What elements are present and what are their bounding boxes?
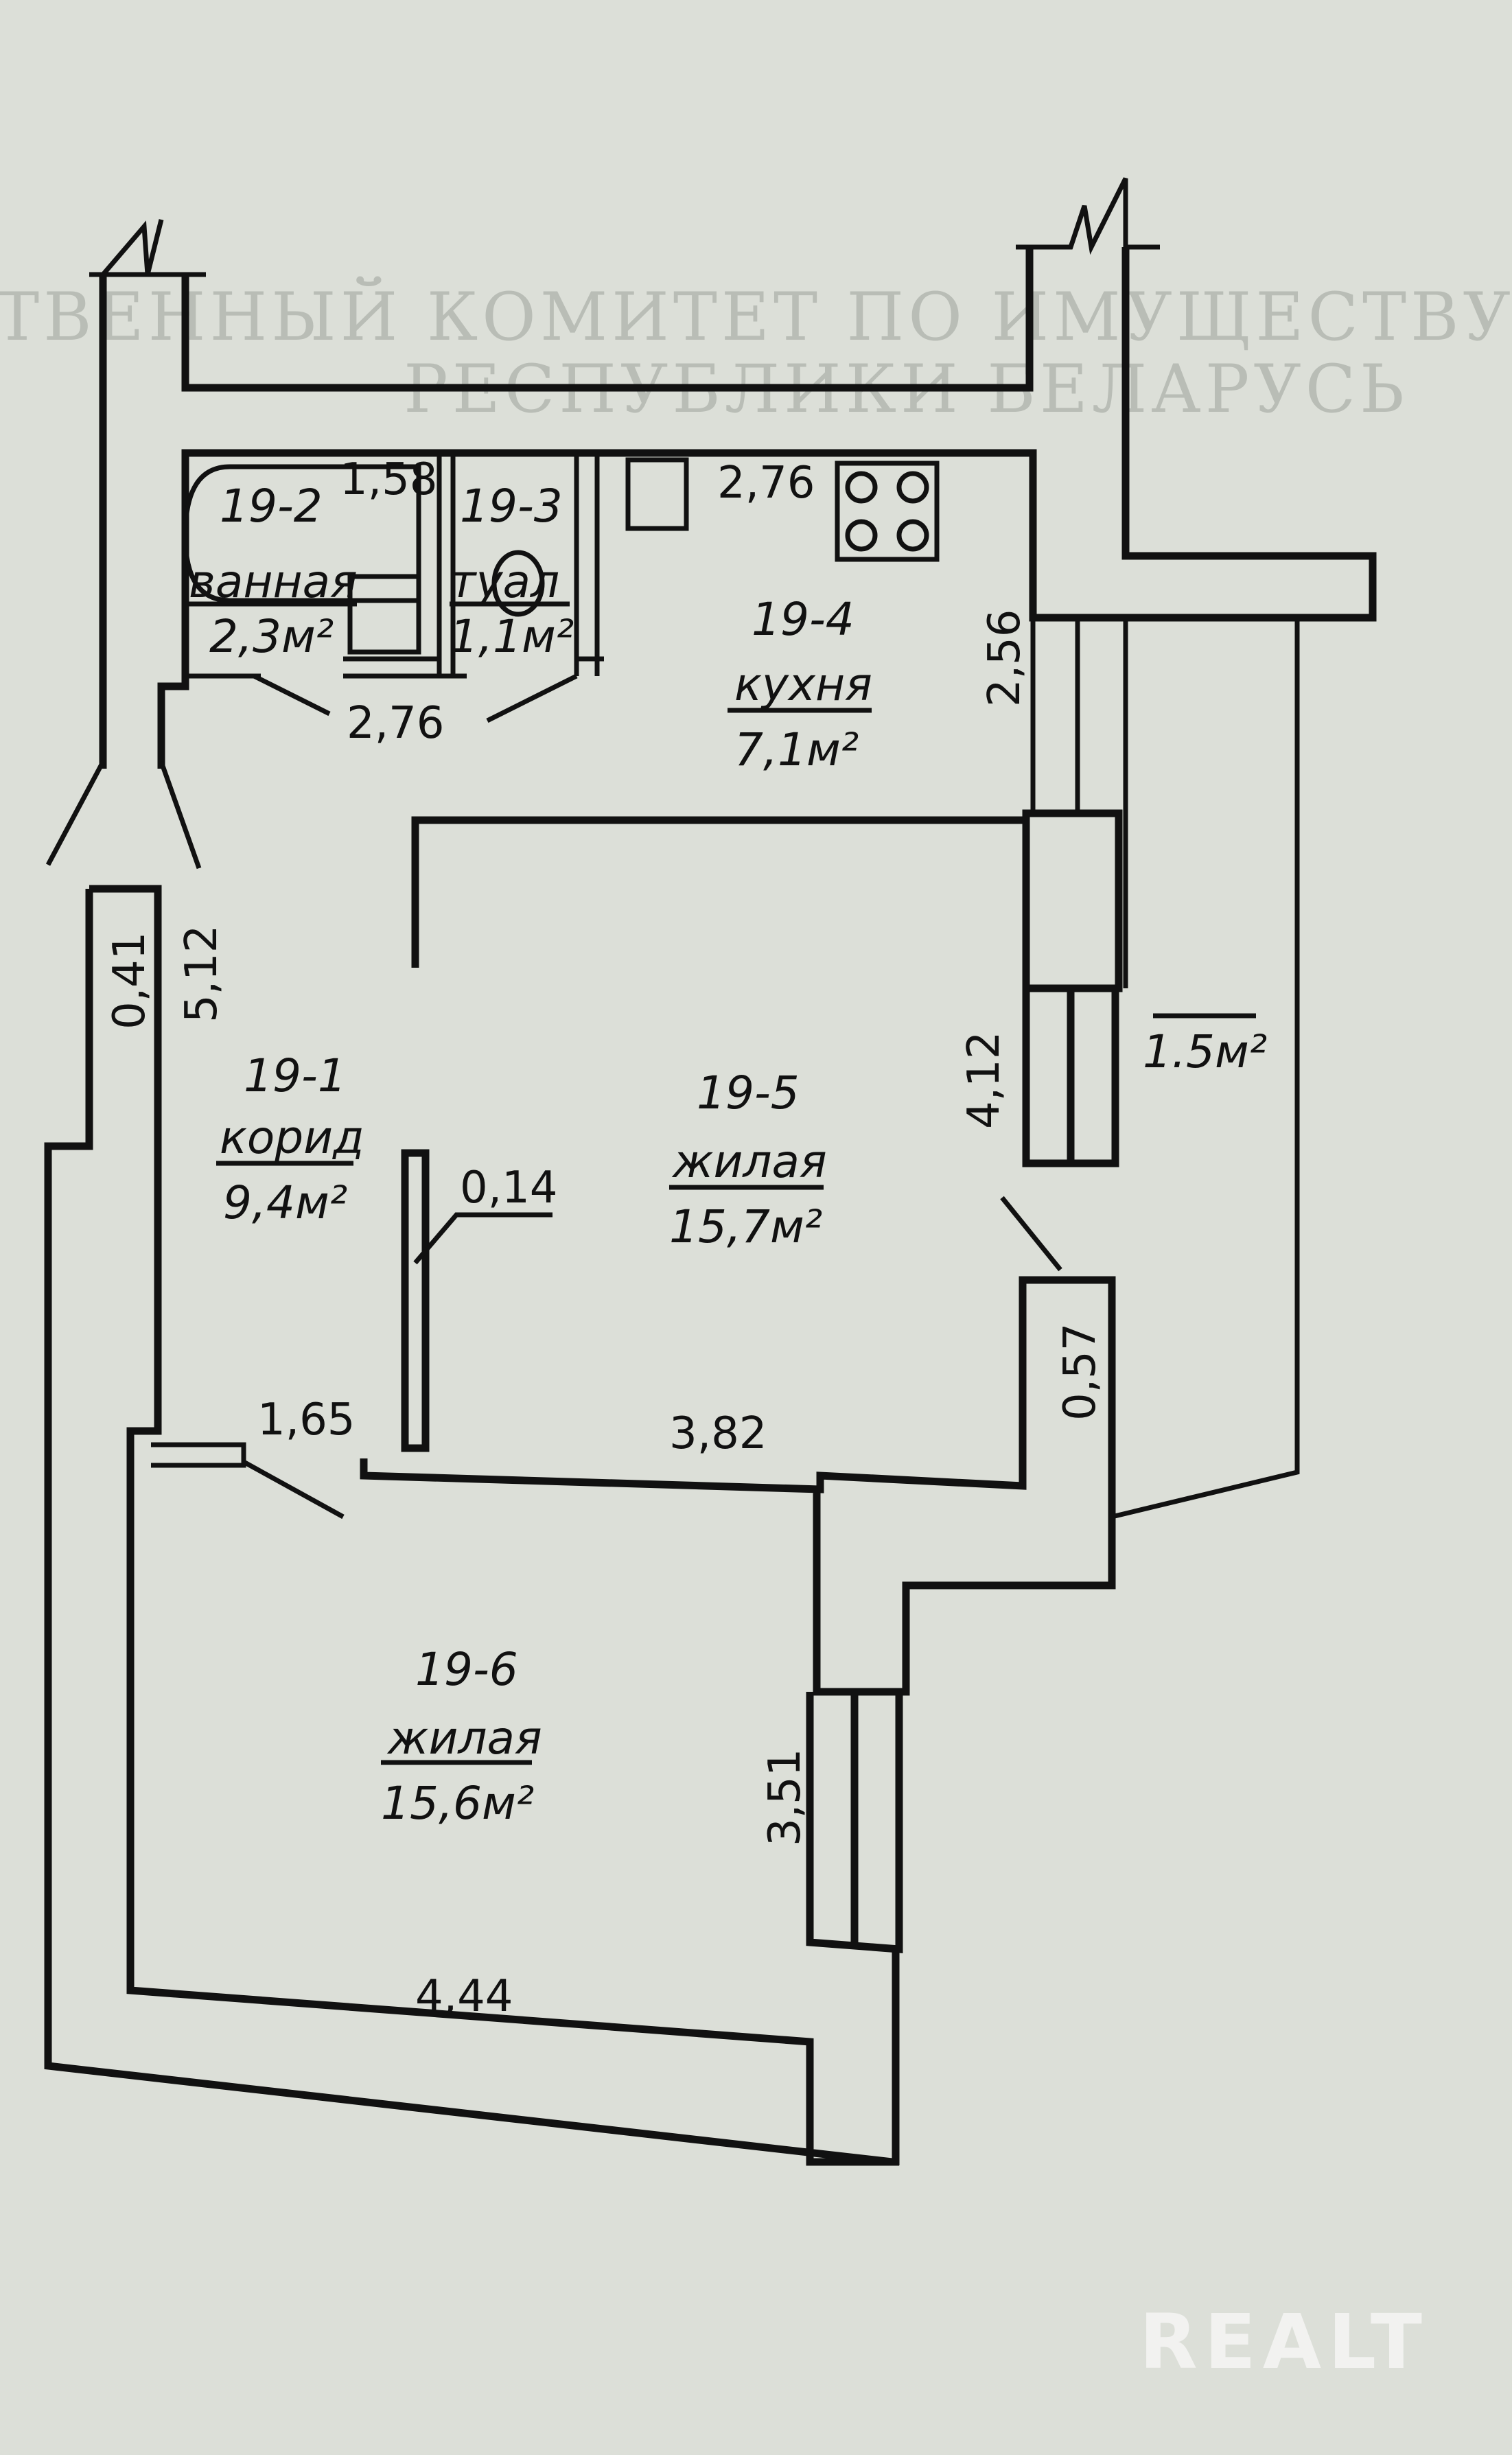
bedroom-door-swing <box>242 1459 345 1520</box>
bath-partition <box>185 456 604 679</box>
bedroom-door-wall <box>151 1442 246 1468</box>
room-name-bath: ванная <box>189 555 358 608</box>
room-id-19-3: 19-3 <box>460 480 563 533</box>
dim-living-side: 4,12 <box>959 1032 1010 1130</box>
bath-door-swing <box>253 673 578 723</box>
balcony-area: 1.5м² <box>1143 1025 1267 1078</box>
kitchen-sink-icon <box>625 457 689 531</box>
corridor-living-partition <box>401 1149 430 1452</box>
room-area-corridor: 9,4м² <box>223 1176 347 1229</box>
dim-partition: 0,14 <box>460 1163 558 1213</box>
window-pier <box>1022 809 1123 992</box>
balcony-outline <box>1111 615 1300 1520</box>
partition-leader <box>413 1212 553 1265</box>
realt-watermark-logo: REALT <box>1139 2298 1429 2386</box>
dim-pier: 0,57 <box>1055 1323 1106 1421</box>
dim-kitchen-top: 2,76 <box>717 458 815 509</box>
room-area-kitchen: 7,1м² <box>734 723 859 776</box>
toilet-icon <box>491 550 545 617</box>
dim-bath-top: 1,58 <box>340 454 438 505</box>
dim-living-bottom: 3,82 <box>669 1408 767 1459</box>
wall-break-left <box>89 219 206 277</box>
room-name-living: жилая <box>671 1135 827 1188</box>
bathtub <box>183 464 421 603</box>
dim-corridor-wall: 0,41 <box>104 932 155 1030</box>
stove-icon <box>835 461 940 562</box>
burner-icon <box>896 471 929 504</box>
burner-icon <box>845 471 878 504</box>
stamp-text-1: ТВЕННЫЙ КОМИТЕТ ПО ИМУЩЕСТВУ <box>0 277 1512 356</box>
room-id-19-1: 19-1 <box>244 1049 347 1102</box>
entrance-door-swing <box>45 760 202 870</box>
kitchen-living-partition <box>411 816 1026 968</box>
bedroom-window <box>806 1692 903 1953</box>
dim-door: 1,65 <box>257 1395 356 1445</box>
dim-bath-bottom: 2,76 <box>347 698 445 749</box>
room-id-19-2: 19-2 <box>220 480 323 533</box>
washbasin <box>347 574 421 655</box>
room-name-bedroom: жилая <box>386 1712 542 1765</box>
room-area-toilet: 1,1м² <box>450 610 574 663</box>
room-name-corridor: корид <box>220 1111 364 1164</box>
living-bottom-wall <box>360 1276 1116 1696</box>
dim-corridor-length: 5,12 <box>176 925 227 1023</box>
room-id-19-4: 19-4 <box>752 593 854 646</box>
dim-bedroom-bottom: 4,44 <box>415 1971 513 2022</box>
room-area-living: 15,7м² <box>669 1200 822 1253</box>
room-name-toilet: туал <box>450 555 559 608</box>
wall-break-right <box>1016 177 1160 255</box>
room-name-kitchen: кухня <box>734 658 872 711</box>
burner-icon <box>896 519 929 552</box>
room-id-19-5: 19-5 <box>697 1067 800 1119</box>
top-outer-wall <box>99 247 1377 769</box>
kitchen-window <box>1030 618 1128 813</box>
room-area-bath: 2,3м² <box>209 610 334 663</box>
living-window <box>1022 988 1119 1167</box>
burner-icon <box>845 519 878 552</box>
room-area-bedroom: 15,6м² <box>381 1777 534 1830</box>
dim-kitchen-side: 2,56 <box>979 609 1030 708</box>
room-id-19-6: 19-6 <box>415 1643 518 1696</box>
living-door-swing <box>1000 1196 1062 1272</box>
dim-bedroom-side: 3,51 <box>760 1749 811 1847</box>
